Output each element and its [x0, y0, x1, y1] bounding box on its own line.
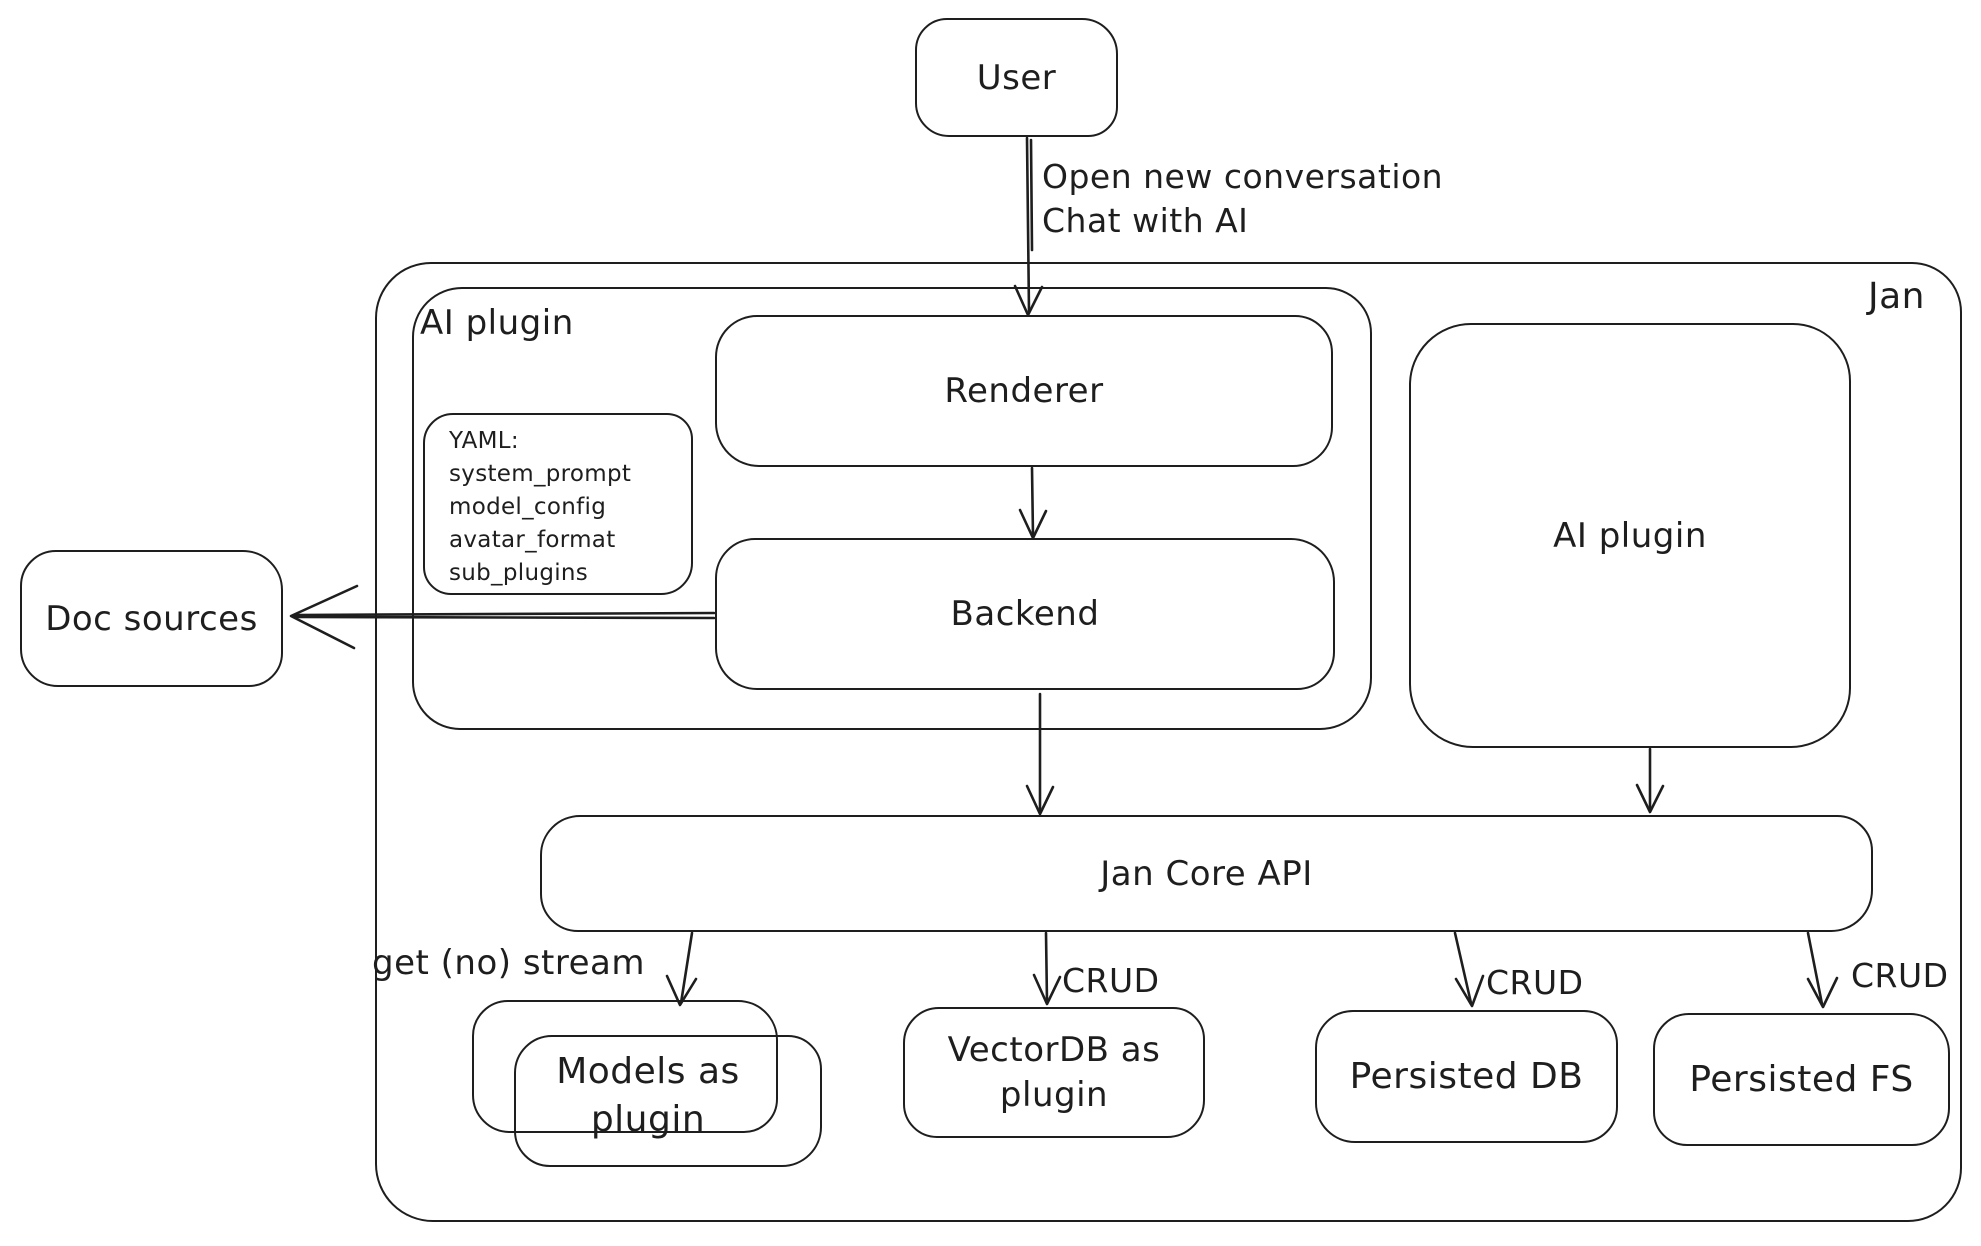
- yaml-note-line: model_config: [449, 494, 607, 520]
- ai-plugin-container-label: AI plugin: [420, 303, 574, 343]
- ai-plugin-container: [412, 287, 1372, 730]
- ai-plugin-box: AI plugin: [1409, 323, 1851, 748]
- edge-open-conversation-line2: Chat with AI: [1042, 201, 1249, 240]
- edge-open-conversation-line1: Open new conversation: [1042, 157, 1444, 196]
- ai-plugin-box-label: AI plugin: [1553, 515, 1707, 556]
- jan-core-api-label: Jan Core API: [1100, 853, 1313, 894]
- edge-crud-persisted-db-label: CRUD: [1486, 963, 1584, 1002]
- jan-label: Jan: [1868, 276, 1925, 317]
- yaml-note-line: system_prompt: [449, 461, 632, 487]
- edge-crud-persisted-fs-label: CRUD: [1851, 956, 1949, 995]
- backend-label: Backend: [950, 594, 1100, 634]
- user-box: User: [915, 18, 1118, 137]
- models-front-box: [514, 1035, 822, 1167]
- edge-get-no-stream-label: get (no) stream: [372, 943, 645, 983]
- backend-box: Backend: [715, 538, 1335, 690]
- user-label: User: [976, 57, 1057, 98]
- yaml-note-line: sub_plugins: [449, 560, 589, 586]
- jan-core-api-box: Jan Core API: [540, 815, 1873, 932]
- models-back-box: [472, 1000, 778, 1133]
- models-label: Models as plugin: [556, 1051, 740, 1140]
- edge-crud-vectordb-label: CRUD: [1062, 961, 1160, 1000]
- doc-sources-box: Doc sources: [20, 550, 283, 687]
- vectordb-label: VectorDB as plugin: [947, 1029, 1161, 1115]
- doc-sources-label: Doc sources: [45, 598, 258, 639]
- persisted-db-label: Persisted DB: [1349, 1056, 1584, 1097]
- yaml-note-line: avatar_format: [449, 527, 616, 553]
- renderer-box: Renderer: [715, 315, 1333, 467]
- jan-container: [375, 262, 1962, 1222]
- yaml-note-line: YAML:: [449, 428, 519, 454]
- vectordb-box: VectorDB as plugin: [903, 1007, 1205, 1138]
- renderer-label: Renderer: [944, 371, 1104, 411]
- persisted-fs-box: Persisted FS: [1653, 1013, 1950, 1146]
- yaml-note: YAML: system_prompt model_config avatar_…: [423, 413, 693, 595]
- persisted-fs-label: Persisted FS: [1689, 1059, 1914, 1100]
- edge-open-conversation-label: Open new conversation Chat with AI: [1042, 155, 1443, 243]
- persisted-db-box: Persisted DB: [1315, 1010, 1618, 1143]
